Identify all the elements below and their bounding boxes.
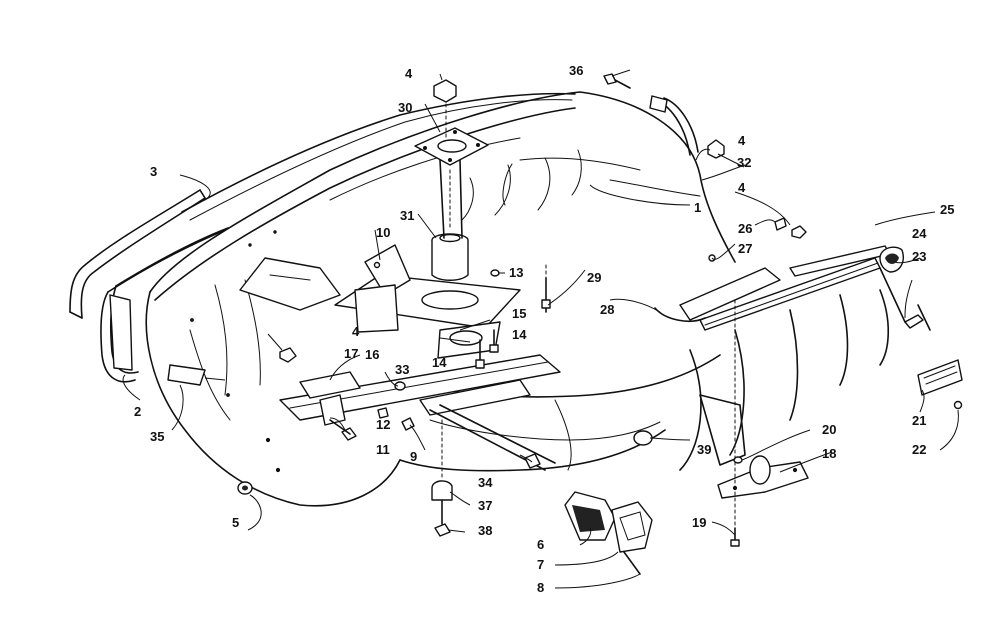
callout-31: 31 bbox=[400, 208, 414, 223]
callout-10: 10 bbox=[376, 225, 390, 240]
callout-13: 13 bbox=[509, 265, 523, 280]
callout-16: 16 bbox=[365, 347, 379, 362]
frame-cross-member bbox=[279, 354, 561, 471]
callout-4: 4 bbox=[738, 133, 746, 148]
callout-29: 29 bbox=[587, 270, 601, 285]
clamp-bracket bbox=[717, 455, 809, 499]
headlight-assembly bbox=[564, 491, 653, 575]
callout-4: 4 bbox=[738, 180, 746, 195]
callout-20: 20 bbox=[822, 422, 836, 437]
hood-shell bbox=[145, 91, 890, 507]
leader-lines bbox=[122, 69, 959, 589]
callout-32: 32 bbox=[737, 155, 751, 170]
callout-34: 34 bbox=[478, 475, 493, 490]
callout-39: 39 bbox=[697, 442, 711, 457]
front-bumper bbox=[100, 227, 229, 383]
callout-36: 36 bbox=[569, 63, 583, 78]
callout-22: 22 bbox=[912, 442, 926, 457]
callout-2: 2 bbox=[134, 404, 141, 419]
callout-1: 1 bbox=[694, 200, 701, 215]
callout-12: 12 bbox=[376, 417, 390, 432]
callout-17: 17 bbox=[344, 346, 358, 361]
small-front-parts bbox=[167, 244, 411, 426]
callout-26: 26 bbox=[738, 221, 752, 236]
callout-14: 14 bbox=[512, 327, 527, 342]
right-side-rail bbox=[654, 245, 891, 331]
callout-21: 21 bbox=[912, 413, 926, 428]
callout-labels: 1 2 3 4 4 4 4 5 6 7 8 9 10 11 12 13 14 1… bbox=[134, 63, 954, 595]
callout-3: 3 bbox=[150, 164, 157, 179]
callout-14: 14 bbox=[432, 355, 447, 370]
callout-25: 25 bbox=[940, 202, 954, 217]
reflector bbox=[917, 359, 963, 396]
callout-15: 15 bbox=[512, 306, 526, 321]
callout-5: 5 bbox=[232, 515, 239, 530]
callout-6: 6 bbox=[537, 537, 544, 552]
callout-7: 7 bbox=[537, 557, 544, 572]
callout-37: 37 bbox=[478, 498, 492, 513]
fasteners bbox=[237, 73, 963, 547]
callout-30: 30 bbox=[398, 100, 412, 115]
callout-9: 9 bbox=[410, 449, 417, 464]
callout-19: 19 bbox=[692, 515, 706, 530]
handle-rail bbox=[69, 189, 206, 319]
callout-28: 28 bbox=[600, 302, 614, 317]
callout-35: 35 bbox=[150, 429, 164, 444]
callout-8: 8 bbox=[537, 580, 544, 595]
knob-and-bolt bbox=[879, 246, 924, 329]
callout-24: 24 bbox=[912, 226, 927, 241]
callout-4: 4 bbox=[405, 66, 413, 81]
callout-33: 33 bbox=[395, 362, 409, 377]
callout-27: 27 bbox=[738, 241, 752, 256]
callout-23: 23 bbox=[912, 249, 926, 264]
callout-38: 38 bbox=[478, 523, 492, 538]
callout-11: 11 bbox=[376, 442, 390, 457]
callout-18: 18 bbox=[822, 446, 836, 461]
steering-post bbox=[414, 79, 489, 281]
callout-4: 4 bbox=[352, 324, 360, 339]
